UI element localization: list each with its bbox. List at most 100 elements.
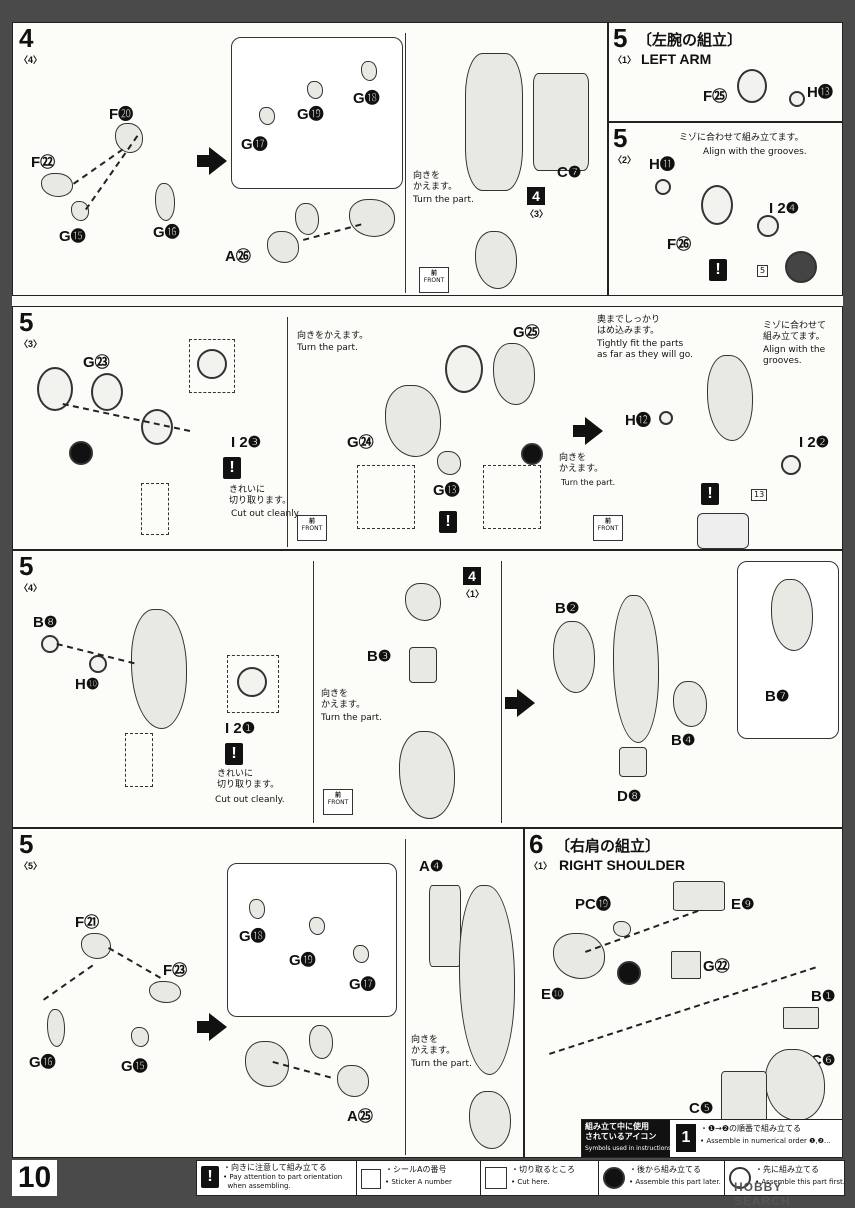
part-label: G㉔ [347, 434, 374, 451]
assembly-guide-line [85, 135, 139, 211]
sticker-number: 13 [751, 489, 768, 501]
part-drawing [249, 899, 265, 919]
part-detail-icon [69, 441, 93, 465]
part-drawing [737, 69, 767, 103]
turn-note-en: Turn the part. [321, 713, 382, 723]
part-drawing [469, 1091, 511, 1149]
legend-text-en: • Sticker A number [385, 1178, 452, 1186]
part-label: G⓱ [241, 136, 268, 153]
order-note-en: • Assemble in numerical order ❶,❷... [700, 1137, 831, 1145]
icons-info-box: 組み立て中に使用 されているアイコン Symbols used in instr… [581, 1119, 842, 1157]
substep-label: 〈3〉 [19, 339, 43, 349]
part-drawing [295, 203, 319, 235]
part-drawing [307, 81, 323, 99]
order-note-jp: ・❶→❷の順番で組み立てる [700, 1124, 802, 1133]
part-drawing [613, 595, 659, 743]
part-drawing [465, 53, 523, 191]
warning-icon: ! [709, 259, 727, 281]
turn-note-en: Turn the part. [411, 1059, 472, 1069]
fit-note-en: Tightly fit the parts as far as they wil… [597, 339, 693, 360]
part-drawing [553, 933, 605, 979]
part-label: G㉕ [513, 324, 540, 341]
reference-substep: 〈1〉 [461, 589, 485, 599]
part-drawing [553, 621, 595, 693]
part-drawing [353, 945, 369, 963]
part-drawing [445, 345, 483, 393]
part-drawing [89, 655, 107, 673]
cut-icon [485, 1167, 507, 1189]
groove-note-en: Align with the grooves. [703, 147, 807, 157]
substep-label: 〈1〉 [529, 861, 553, 871]
part-label: I 2❹ [769, 200, 800, 217]
cut-note-jp: きれいに 切り取ります。 [217, 769, 280, 790]
part-label: G⓲ [353, 90, 380, 107]
assemble-later-icon [603, 1167, 625, 1189]
part-label: B❶ [811, 988, 836, 1005]
part-drawing [673, 881, 725, 911]
section-title-en: LEFT ARM [641, 51, 712, 67]
turn-note-jp: 向きを かえます。 [411, 1035, 456, 1056]
part-label: I 2❶ [225, 720, 256, 737]
assemble-first-icon [729, 1167, 751, 1189]
step5-4-panel: 5 〈4〉 B❽ H❿ I 2❶ ! きれいに 切り取ります。 Cut out … [12, 550, 843, 828]
step5-1-panel: 5 〈1〉 〔左腕の組立〕 LEFT ARM F㉕ H⓭ [608, 22, 843, 122]
substep-label: 〈5〉 [19, 861, 43, 871]
part-drawing [115, 123, 143, 153]
part-detail-icon [521, 443, 543, 465]
step-number: 5 [613, 23, 628, 53]
part-label: E❿ [541, 986, 565, 1003]
step5-2-panel: 5 〈2〉 ミゾに合わせて組み立てます。 Align with the groo… [608, 122, 843, 296]
substep-label: 〈4〉 [19, 55, 43, 65]
part-drawing [141, 409, 173, 445]
step-arrow-icon [505, 689, 535, 717]
part-drawing [385, 385, 441, 457]
step-arrow-icon [573, 417, 603, 445]
part-drawing [71, 201, 89, 221]
step-number: 5 [19, 551, 34, 581]
part-drawing [131, 609, 187, 729]
part-drawing [707, 355, 753, 441]
step-arrow-icon [197, 1013, 227, 1041]
step4-panel: 4 〈4〉 F⓴ F㉒ G⓯ G⓰ G⓱ G⓳ G⓲ A㉖ C❼ 向きを かえま… [12, 22, 608, 296]
part-drawing [655, 179, 671, 195]
part-label: F㉕ [703, 88, 728, 105]
legend-assemble-later: ・後から組み立てる • Assemble this part later. [598, 1160, 726, 1196]
part-label: B❷ [555, 600, 580, 617]
icons-info-header [582, 1120, 670, 1157]
substep-label: 〈4〉 [19, 583, 43, 593]
part-drawing [671, 951, 701, 979]
section-title-en: RIGHT SHOULDER [559, 857, 685, 873]
part-label: A㉕ [347, 1108, 373, 1125]
assembly-guide-line [549, 966, 816, 1055]
divider [501, 561, 502, 823]
legend-text-en: • Cut here. [511, 1178, 550, 1186]
part-drawing [81, 933, 111, 959]
turn-note-en: Turn the part. [297, 343, 358, 353]
part-drawing [659, 411, 673, 425]
instruction-sheet: 4 〈4〉 F⓴ F㉒ G⓯ G⓰ G⓱ G⓳ G⓲ A㉖ C❼ 向きを かえま… [12, 22, 843, 1158]
turn-note-jp: 向きをかえます。 [297, 331, 369, 341]
part-label: F㉒ [31, 154, 56, 171]
part-label: G⓳ [297, 106, 324, 123]
reference-step-number: 4 [527, 187, 545, 205]
part-drawing [349, 199, 395, 237]
part-drawing [267, 231, 299, 263]
part-label: G㉓ [83, 354, 110, 371]
part-detail-icon [697, 513, 749, 549]
turn-note-en: Turn the part. [413, 195, 474, 205]
fit-note-jp: 奥までしっかり はめ込みます。 [597, 315, 661, 336]
groove-note-jp: ミゾに合わせて 組み立てます。 [763, 321, 827, 342]
part-label: G⓭ [433, 482, 460, 499]
step5-5-panel: 5 〈5〉 F㉑ F㉓ G⓰ G⓯ G⓲ G⓳ G⓱ A㉕ A❹ 向きを かえま… [12, 828, 524, 1158]
detail-box [189, 339, 235, 393]
divider [287, 317, 288, 547]
warning-icon: ! [201, 1166, 219, 1188]
turn-note-jp: 向きを かえます。 [559, 453, 604, 474]
step-number: 5 [19, 307, 34, 337]
subassembly-inset [227, 863, 397, 1017]
part-label: B❼ [765, 688, 790, 705]
part-label: A㉖ [225, 248, 251, 265]
part-label: G㉒ [703, 958, 730, 975]
